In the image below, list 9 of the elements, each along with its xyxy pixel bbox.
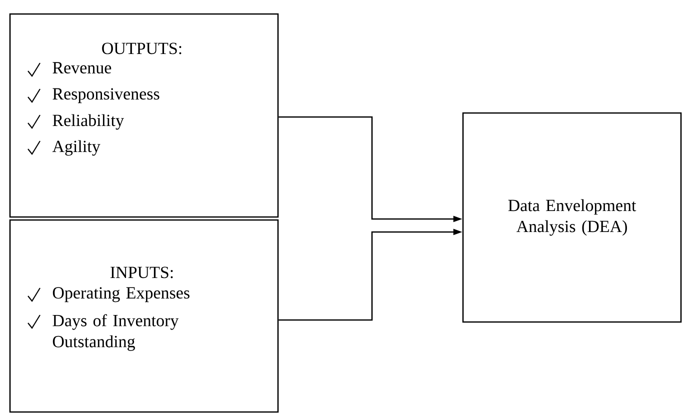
list-item: Responsiveness	[52, 88, 160, 104]
box-label: Data Envelopment Analysis (DEA)	[508, 199, 636, 236]
heading: OUTPUTS:	[102, 42, 182, 54]
list-item: Operating Expenses	[52, 287, 190, 302]
list-item: Revenue	[52, 62, 112, 74]
heading: INPUTS:	[110, 266, 173, 278]
list-item: Days of Inventory Outstanding	[52, 314, 179, 351]
list-item: Agility	[52, 140, 100, 156]
list-item: Reliability	[52, 114, 124, 130]
